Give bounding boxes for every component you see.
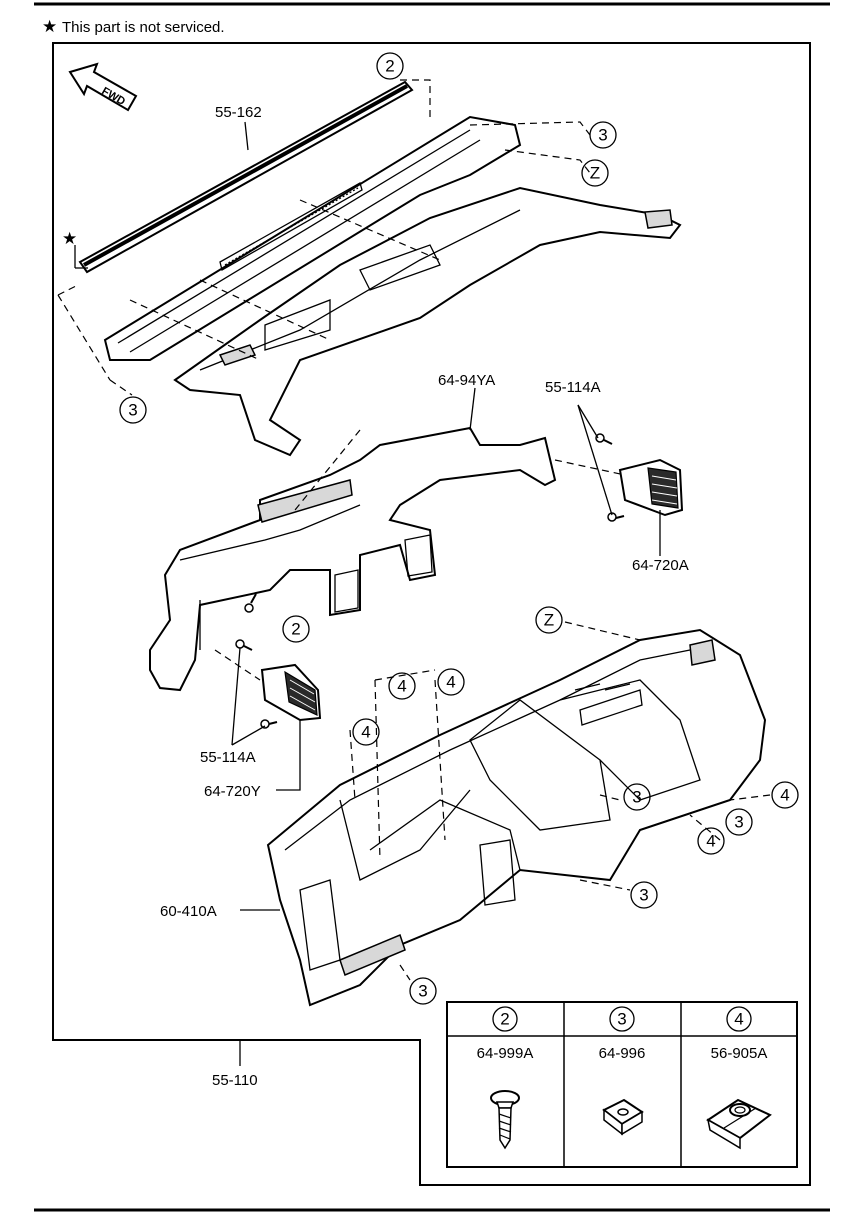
center-duct-64-94YA bbox=[149, 426, 557, 692]
svg-text:3: 3 bbox=[734, 813, 743, 832]
side-vent-64-720A bbox=[618, 458, 684, 517]
spring-nut-icon bbox=[706, 1098, 772, 1150]
side-vent-64-720Y bbox=[260, 663, 322, 722]
svg-text:4: 4 bbox=[361, 723, 370, 742]
legend-ref-2: 2 bbox=[492, 1006, 518, 1032]
dashboard-panel-60-410A bbox=[266, 628, 767, 1007]
screw-icon bbox=[260, 719, 278, 729]
svg-text:4: 4 bbox=[734, 1010, 743, 1029]
svg-text:2: 2 bbox=[291, 620, 300, 639]
note-star: ★ bbox=[42, 17, 57, 36]
svg-text:3: 3 bbox=[418, 982, 427, 1001]
svg-text:3: 3 bbox=[128, 401, 137, 420]
callout-3: 3 bbox=[630, 881, 658, 909]
legend-part-64-999A: 64-999A bbox=[477, 1045, 534, 1062]
svg-text:3: 3 bbox=[632, 788, 641, 807]
assembly-outline bbox=[52, 42, 811, 1186]
label-64-94YA: 64-94YA bbox=[438, 372, 495, 389]
svg-text:4: 4 bbox=[397, 677, 406, 696]
label-55-110: 55-110 bbox=[212, 1072, 258, 1089]
callout-3: 3 bbox=[623, 783, 651, 811]
svg-text:Z: Z bbox=[590, 164, 600, 183]
windshield-molding-55-162 bbox=[78, 80, 414, 274]
callout-3: 3 bbox=[119, 396, 147, 424]
screw-icon bbox=[244, 593, 257, 613]
svg-text:3: 3 bbox=[617, 1010, 626, 1029]
label-55-114A-top: 55-114A bbox=[545, 379, 601, 396]
legend-part-64-996: 64-996 bbox=[599, 1045, 646, 1062]
clip-nut-icon bbox=[602, 1098, 644, 1136]
callout-4: 4 bbox=[437, 668, 465, 696]
legend-part-56-905A: 56-905A bbox=[711, 1045, 768, 1062]
svg-text:3: 3 bbox=[598, 126, 607, 145]
callout-3: 3 bbox=[725, 808, 753, 836]
callout-4: 4 bbox=[771, 781, 799, 809]
svg-text:2: 2 bbox=[500, 1010, 509, 1029]
label-leaders bbox=[231, 121, 661, 1066]
callout-4: 4 bbox=[352, 718, 380, 746]
svg-text:4: 4 bbox=[780, 786, 789, 805]
label-55-162: 55-162 bbox=[215, 104, 262, 121]
star-marker: ★ bbox=[62, 229, 77, 248]
svg-text:2: 2 bbox=[385, 57, 394, 76]
svg-text:4: 4 bbox=[446, 673, 455, 692]
callout-2: 2 bbox=[282, 615, 310, 643]
callout-4: 4 bbox=[388, 672, 416, 700]
svg-text:4: 4 bbox=[706, 832, 715, 851]
callout-2: 2 bbox=[376, 52, 404, 80]
legend-ref-3: 3 bbox=[609, 1006, 635, 1032]
callout-3: 3 bbox=[589, 121, 617, 149]
screw-icon bbox=[607, 512, 625, 522]
label-64-720Y: 64-720Y bbox=[204, 783, 261, 800]
svg-text:3: 3 bbox=[639, 886, 648, 905]
screw-icon bbox=[235, 639, 253, 651]
callout-4: 4 bbox=[697, 827, 725, 855]
upper-duct-frame bbox=[173, 186, 682, 457]
callout-z: Z bbox=[535, 606, 563, 634]
callout-3: 3 bbox=[409, 977, 437, 1005]
label-60-410A: 60-410A bbox=[160, 903, 217, 920]
svg-text:Z: Z bbox=[544, 611, 554, 630]
fastener-legend: 2 3 4 64-999A 64-996 56-905A bbox=[446, 1001, 798, 1168]
defroster-panel bbox=[103, 115, 522, 361]
note-text: This part is not serviced. bbox=[62, 19, 225, 36]
label-64-720A: 64-720A bbox=[632, 557, 689, 574]
screw-icon bbox=[595, 433, 613, 445]
label-55-114A-bottom: 55-114A bbox=[200, 749, 256, 766]
fwd-arrow-icon: FWD bbox=[68, 62, 138, 112]
bolt-icon bbox=[490, 1090, 520, 1150]
dashed-leaders bbox=[57, 79, 771, 891]
callout-z: Z bbox=[581, 159, 609, 187]
legend-ref-4: 4 bbox=[726, 1006, 752, 1032]
